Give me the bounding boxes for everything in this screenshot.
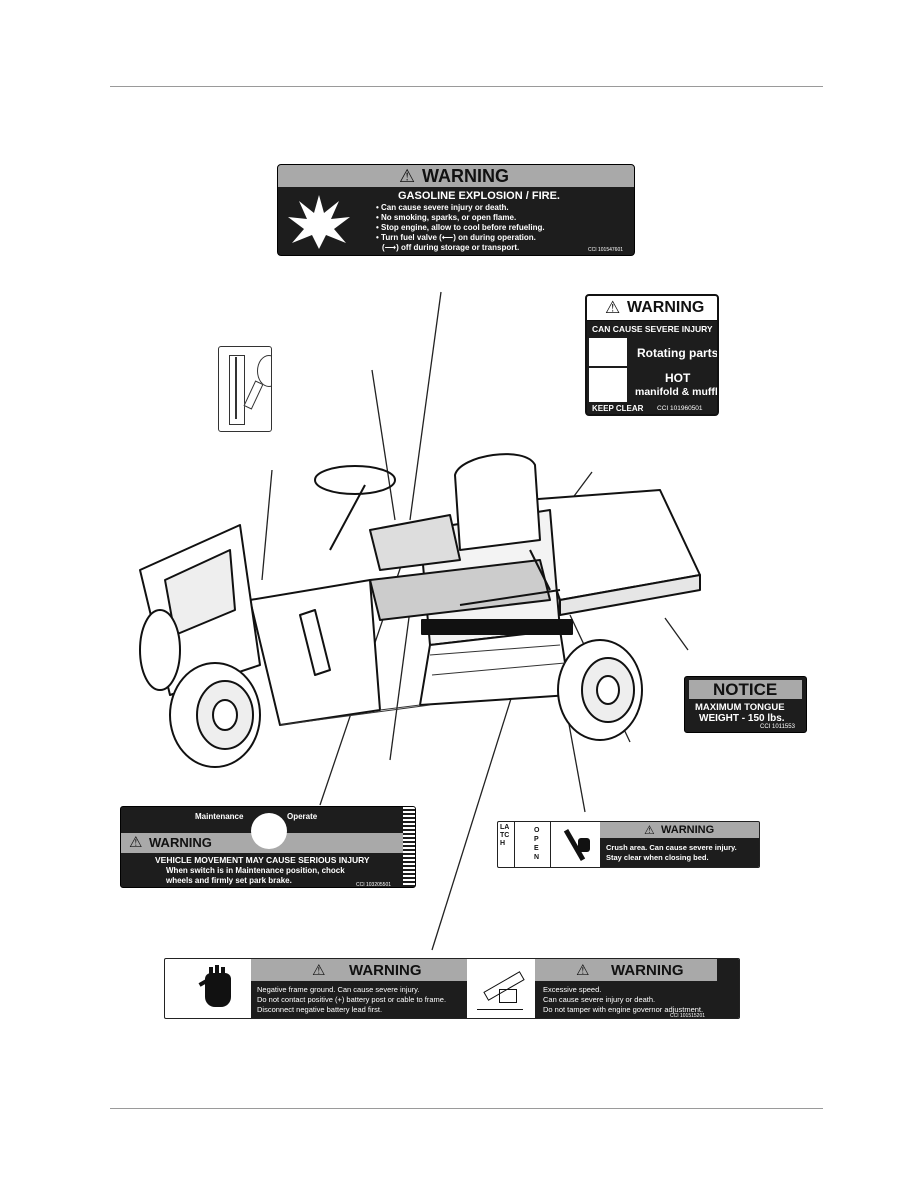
warning-triangle-icon: ⚠	[576, 962, 590, 979]
battery-line-2: Do not contact positive (+) battery post…	[257, 995, 447, 1004]
gasoline-line-2: • No smoking, sparks, or open flame.	[376, 213, 517, 222]
notice-line-1: MAXIMUM TONGUE	[695, 702, 785, 713]
rotating-code: CCI 101960501	[657, 405, 703, 412]
speed-header: WARNING	[611, 962, 684, 979]
speed-line-3: Do not tamper with engine governor adjus…	[543, 1005, 704, 1014]
gasoline-line-4: • Turn fuel valve (⟵) on during operatio…	[376, 233, 536, 242]
speed-line-2: Can cause severe injury or death.	[543, 995, 656, 1004]
battery-line-3: Disconnect negative battery lead first.	[257, 1005, 383, 1014]
electric-shock-hand-icon	[195, 965, 239, 1013]
gasoline-warning-decal: ⚠ WARNING GASOLINE EXPLOSION / FIRE. • C…	[277, 164, 635, 256]
warning-triangle-icon: ⚠	[644, 823, 655, 837]
latch-divider-2	[550, 822, 551, 867]
maintenance-switch-illustration	[218, 346, 272, 432]
speed-code: CCI 101515201	[670, 1013, 706, 1019]
latch-header: WARNING	[661, 824, 715, 836]
gasoline-line-1: • Can cause severe injury or death.	[376, 203, 509, 212]
gasoline-code: CCI 101547601	[588, 247, 624, 253]
maintenance-line-2: wheels and firmly set park brake.	[166, 876, 292, 885]
tongue-weight-notice-decal: NOTICE MAXIMUM TONGUE WEIGHT - 150 lbs. …	[684, 676, 807, 733]
rotating-subheader: CAN CAUSE SEVERE INJURY	[592, 324, 713, 334]
crush-hand-icon	[558, 828, 594, 862]
governor-adjust-icon	[475, 967, 529, 1011]
warning-triangle-icon: ⚠	[129, 834, 143, 851]
rotating-parts-warning-decal: ⚠ WARNING CAN CAUSE SEVERE INJURY Rotati…	[585, 294, 719, 416]
battery-line-1: Negative frame ground. Can cause severe …	[257, 985, 420, 994]
switch-knob-circle	[251, 813, 287, 849]
gasoline-title: GASOLINE EXPLOSION / FIRE.	[398, 190, 560, 202]
vehicle-movement-warning-decal: Maintenance Operate ⚠ WARNING VEHICLE MO…	[120, 806, 416, 888]
battery-and-speed-warning-decal: ⚠ WARNING Negative frame ground. Can cau…	[164, 958, 740, 1019]
hot-hand-icon	[589, 368, 627, 402]
maintenance-header: WARNING	[149, 835, 212, 850]
battery-header: WARNING	[349, 962, 422, 979]
top-rule	[110, 86, 823, 87]
gasoline-line-5: (⟶) off during storage or transport.	[382, 243, 520, 252]
latch-crush-warning-decal: LATCH OPEN ⚠ WARNING Crush area. Can cau…	[497, 821, 760, 868]
gasoline-header: WARNING	[422, 166, 509, 186]
rotating-label: Rotating parts	[637, 346, 719, 360]
notice-line-2: WEIGHT - 150 lbs.	[699, 713, 785, 724]
warning-triangle-icon: ⚠	[399, 166, 416, 186]
utility-vehicle-illustration	[139, 453, 701, 768]
rotating-gear-icon	[589, 338, 627, 366]
notice-header: NOTICE	[713, 680, 778, 699]
bottom-rule	[110, 1108, 823, 1109]
speed-line-1: Excessive speed.	[543, 985, 602, 994]
explosion-icon	[288, 195, 350, 249]
keep-clear-label: KEEP CLEAR	[592, 404, 644, 413]
latch-line-1: Crush area. Can cause severe injury.	[606, 843, 737, 852]
warning-triangle-icon: ⚠	[312, 962, 326, 979]
maintenance-line-1: When switch is in Maintenance position, …	[166, 866, 345, 875]
notice-code: CCI 1011553	[760, 724, 795, 730]
open-label: OPEN	[534, 827, 540, 861]
latch-divider	[514, 822, 515, 867]
maintenance-label: Maintenance	[195, 812, 244, 821]
manifold-label: manifold & muffler	[635, 386, 719, 398]
operate-label: Operate	[287, 812, 318, 821]
rotating-header: WARNING	[627, 299, 705, 316]
maintenance-title: VEHICLE MOVEMENT MAY CAUSE SERIOUS INJUR…	[155, 855, 370, 865]
warning-triangle-icon: ⚠	[605, 298, 621, 317]
gasoline-line-3: • Stop engine, allow to cool before refu…	[376, 223, 545, 232]
barcode-strip	[403, 807, 415, 887]
latch-label: LATCH	[500, 824, 510, 847]
hot-label: HOT	[665, 371, 691, 385]
maintenance-code: CCI 103205501	[356, 882, 392, 888]
latch-line-2: Stay clear when closing bed.	[606, 853, 709, 862]
